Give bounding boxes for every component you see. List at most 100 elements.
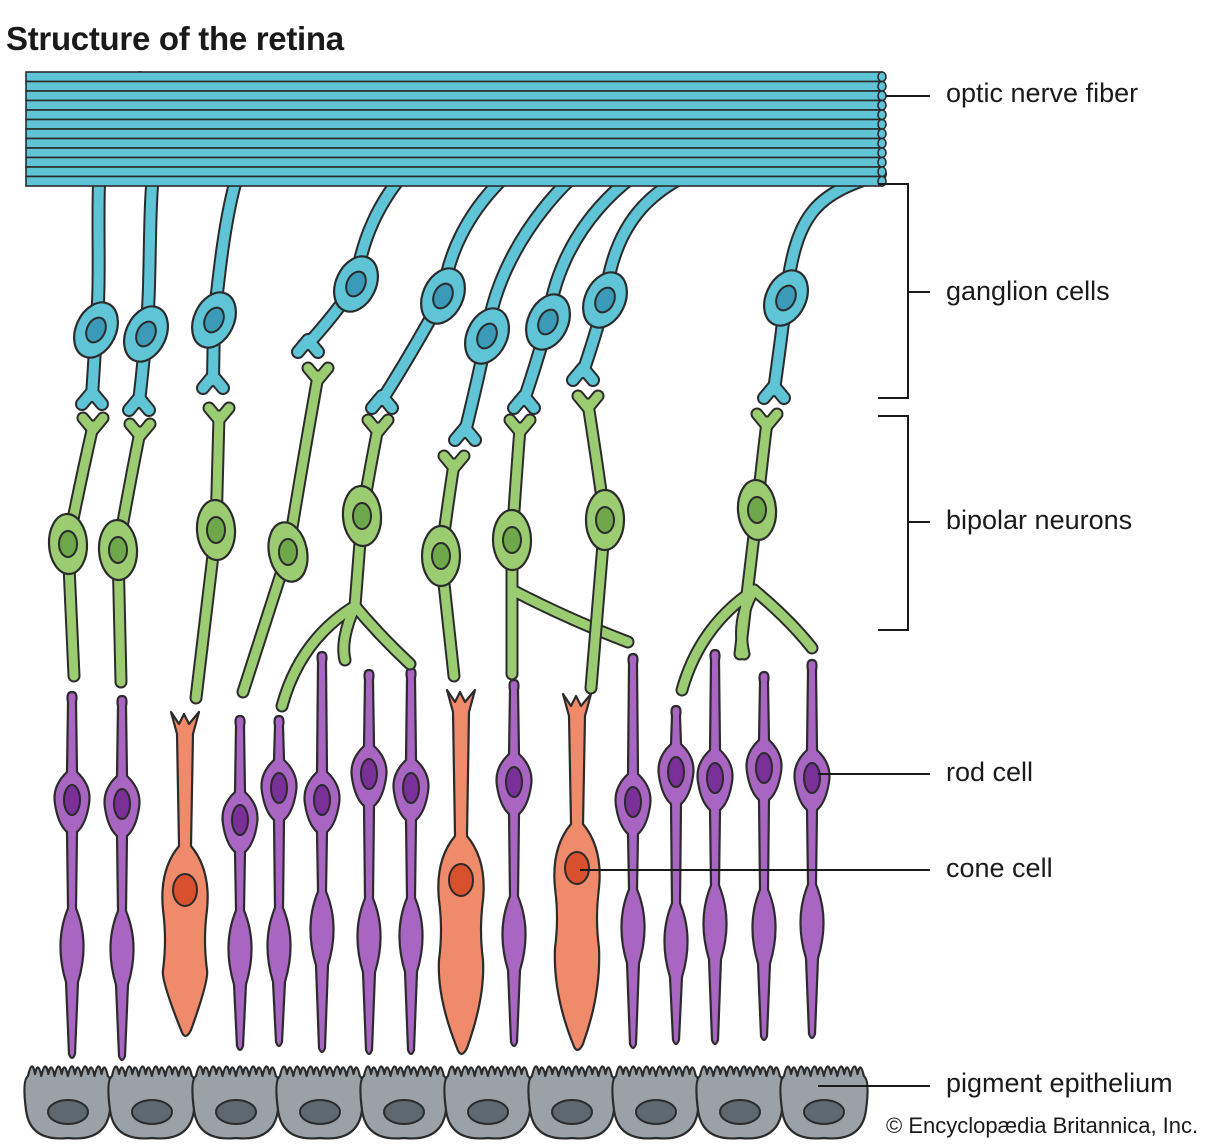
rod-cell: [392, 666, 430, 1056]
ganglion-fill: [509, 391, 539, 413]
pigment-epithelium-cell: [695, 1065, 785, 1140]
fiber-end: [877, 71, 887, 83]
cone-cell: [161, 710, 209, 1038]
bipolar-fill: [350, 601, 415, 669]
bipolar-neuron: [571, 389, 626, 695]
ganglion-nucleus: [594, 286, 616, 314]
ganglion-nucleus: [775, 284, 797, 312]
fiber-end: [877, 90, 887, 102]
cone-nucleus: [172, 873, 198, 907]
pigment-epithelium-layer: [23, 1065, 869, 1140]
rod-body: [103, 694, 141, 1062]
rod-cell: [53, 690, 91, 1060]
label-optic-nerve-fiber: optic nerve fiber: [946, 78, 1139, 108]
ganglion-fill: [450, 423, 480, 445]
ganglion-fill: [198, 371, 228, 393]
label-leader-lines: [580, 95, 930, 1087]
bipolar-neuron: [675, 407, 819, 697]
ganglion-fill: [568, 363, 598, 385]
epithelium-nucleus: [383, 1099, 425, 1125]
diagram-title: Structure of the retina: [6, 20, 344, 57]
bipolar-fill: [303, 363, 333, 385]
ganglion-nucleus: [345, 270, 367, 298]
fiber-end: [877, 118, 887, 130]
bipolar-nucleus: [58, 530, 78, 558]
rod-nucleus: [755, 752, 773, 784]
bipolar-nucleus: [502, 526, 522, 554]
bipolar-fill: [78, 413, 108, 435]
epithelium-nucleus: [803, 1099, 845, 1125]
rod-cell: [657, 704, 695, 1046]
rod-nucleus: [313, 784, 331, 816]
bipolar-fill: [573, 391, 603, 413]
rod-nucleus: [402, 772, 420, 804]
bipolar-neuron: [189, 401, 237, 705]
fiber-end: [877, 99, 887, 111]
label-rod-cell: rod cell: [946, 757, 1034, 787]
copyright-credit: © Encyclopædia Britannica, Inc.: [886, 1113, 1199, 1138]
rod-cell: [221, 714, 259, 1052]
bipolar-neuron: [97, 417, 157, 689]
ganglion-nucleus: [203, 306, 225, 334]
ganglion-cell: [757, 167, 887, 405]
rod-nucleus: [706, 762, 724, 794]
rod-nucleus: [505, 766, 523, 798]
cone-cells-layer: [161, 688, 601, 1056]
rod-cell: [103, 694, 141, 1062]
rod-nucleus: [667, 756, 685, 788]
pigment-epithelium-cell: [443, 1065, 533, 1140]
rod-body: [303, 650, 341, 1054]
fiber-end: [877, 166, 887, 178]
bipolar-fill: [204, 403, 234, 425]
epithelium-nucleus: [299, 1099, 341, 1125]
rod-cell: [696, 648, 734, 1046]
fiber-end: [877, 156, 887, 168]
pigment-epithelium-cell: [527, 1065, 617, 1140]
pigment-epithelium-cell: [23, 1065, 113, 1140]
rod-body: [793, 658, 831, 1040]
rod-cell: [260, 714, 298, 1048]
rod-body: [495, 678, 533, 1048]
cone-cell: [553, 692, 601, 1052]
optic-nerve-fiber: [25, 166, 883, 178]
cone-cell: [437, 688, 485, 1056]
optic-nerve-fiber: [25, 156, 883, 168]
ganglion-nucleus: [432, 282, 454, 310]
rod-body: [350, 668, 388, 1056]
rod-nucleus: [624, 786, 642, 818]
fiber-end: [877, 147, 887, 159]
optic-nerve-fibers-layer: [25, 71, 887, 187]
ganglion-nucleus: [537, 308, 559, 336]
fiber-end: [877, 80, 887, 92]
rod-body: [53, 690, 91, 1060]
bipolar-nucleus: [108, 536, 128, 564]
optic-nerve-fiber: [25, 99, 883, 111]
rod-cells-layer: [53, 648, 831, 1062]
optic-nerve-fiber: [25, 175, 883, 187]
ganglion-fill: [759, 381, 789, 403]
pigment-epithelium-cell: [275, 1065, 365, 1140]
epithelium-nucleus: [215, 1099, 257, 1125]
optic-nerve-fiber: [25, 80, 883, 92]
bipolar-fill: [277, 601, 360, 711]
bipolar-nucleus: [206, 516, 226, 544]
optic-nerve-fiber: [25, 109, 883, 121]
optic-nerve-fiber-bundle: [25, 71, 887, 187]
bipolar-fill: [439, 451, 469, 473]
rod-body: [260, 714, 298, 1048]
ganglion-nucleus: [85, 316, 107, 344]
bipolar-fill: [505, 415, 535, 437]
bipolar-nucleus: [431, 542, 451, 570]
rod-cell: [303, 650, 341, 1054]
epithelium-nucleus: [131, 1099, 173, 1125]
label-pigment-epithelium: pigment epithelium: [946, 1068, 1173, 1098]
optic-nerve-fiber: [25, 71, 883, 83]
bipolar-nucleus: [352, 502, 372, 530]
ganglion-cell: [566, 153, 731, 387]
ganglion-nucleus: [135, 320, 157, 348]
epithelium-nucleus: [635, 1099, 677, 1125]
rod-nucleus: [270, 772, 288, 804]
bipolar-fill: [677, 585, 759, 695]
